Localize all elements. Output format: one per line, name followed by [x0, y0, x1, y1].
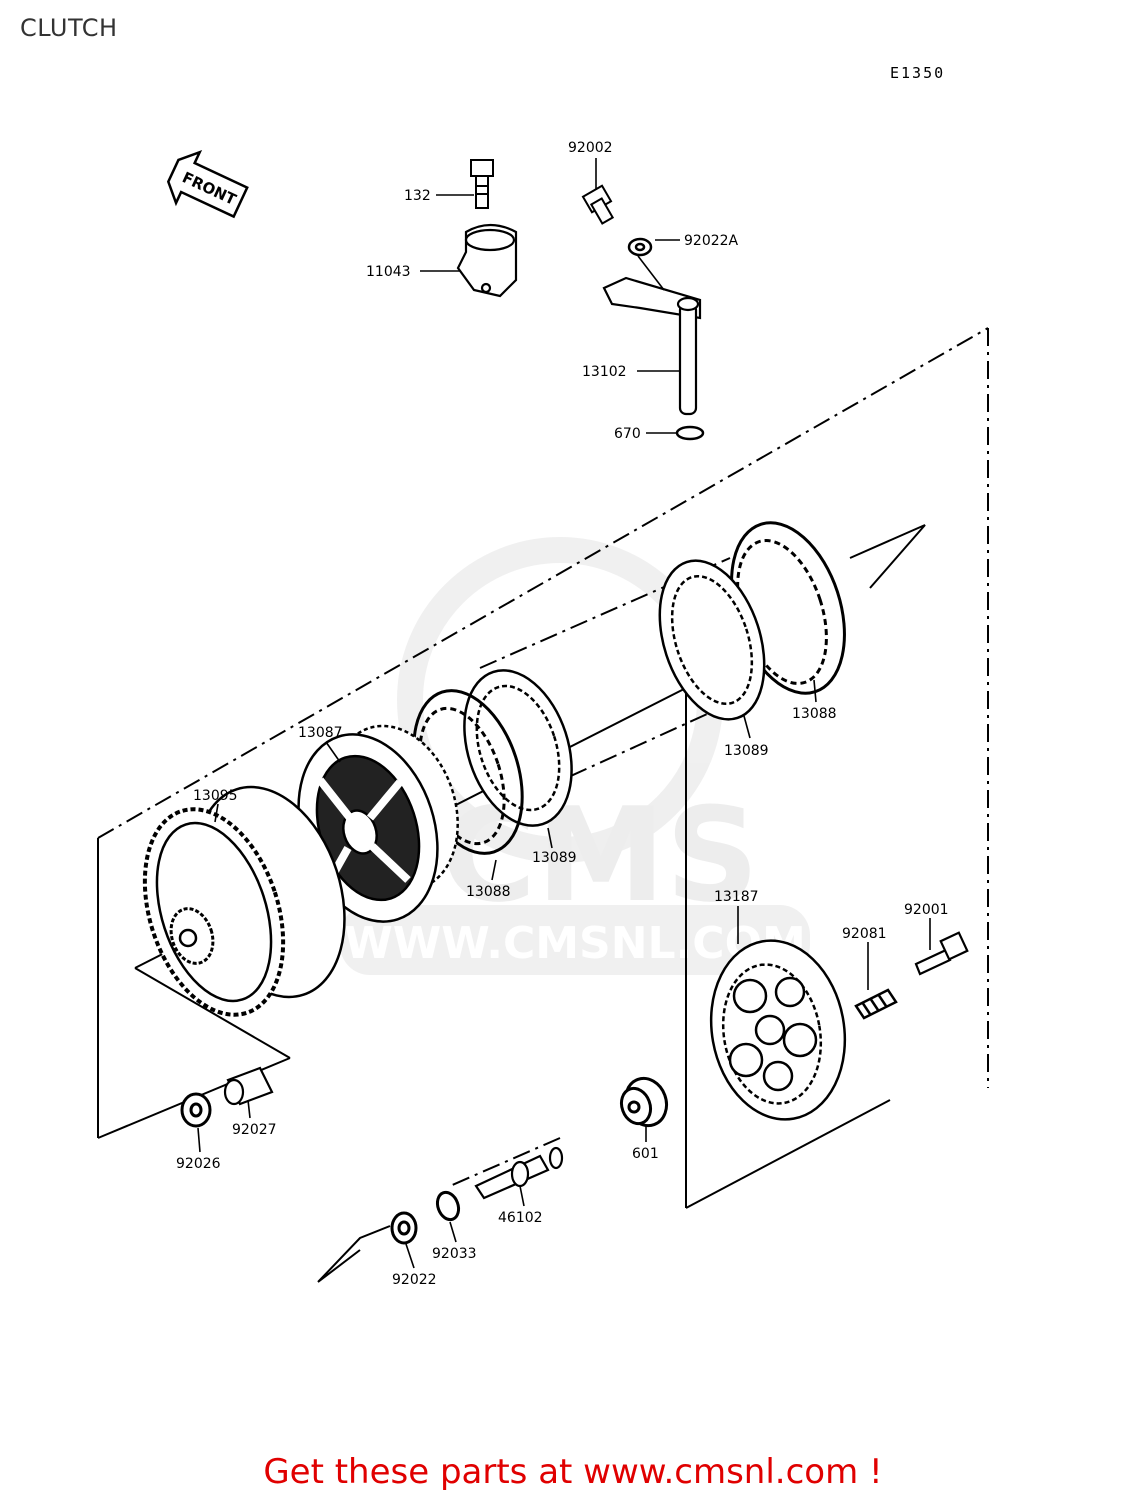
part-label-13095: 13095 [193, 788, 238, 804]
part-label-92033: 92033 [432, 1246, 477, 1262]
part-label-13087: 13087 [298, 725, 343, 741]
bolt-132-icon [470, 159, 494, 209]
collar-92027-icon [223, 1066, 274, 1106]
part-label-92001: 92001 [904, 902, 949, 918]
bearing-601-icon [619, 1076, 669, 1128]
part-label-13187: 13187 [714, 889, 759, 905]
bolt-92002-icon [581, 184, 615, 225]
part-label-11043: 11043 [366, 264, 411, 280]
leader-lines [197, 158, 931, 1269]
part-label-92081: 92081 [842, 926, 887, 942]
circlip-92033-icon [435, 1190, 461, 1222]
push-rod-46102-icon [474, 1146, 564, 1200]
diagram-code: E1350 [890, 64, 946, 82]
spring-92081-icon [854, 988, 898, 1020]
part-label-92002: 92002 [568, 140, 613, 156]
part-label-13102: 13102 [582, 364, 627, 380]
promo-link[interactable]: Get these parts at www.cmsnl.com ! [263, 1452, 883, 1492]
part-label-92027: 92027 [232, 1122, 277, 1138]
o-ring-670-icon [675, 425, 705, 441]
washer-92022-icon [390, 1211, 418, 1245]
bolt-92001-icon [914, 931, 969, 976]
clutch-housing-13095-icon [142, 785, 346, 1017]
part-label-92022: 92022 [392, 1272, 437, 1288]
washer-92022a-icon [627, 237, 653, 257]
part-label-13088-front: 13088 [466, 884, 511, 900]
release-shaft-13102-icon [602, 276, 702, 416]
bracket-11043-icon [456, 223, 518, 298]
page-title: CLUTCH [20, 14, 118, 42]
part-label-670: 670 [614, 426, 641, 442]
part-label-601: 601 [632, 1146, 659, 1162]
part-label-13089-front: 13089 [532, 850, 577, 866]
washer-92026-icon [180, 1092, 212, 1128]
steel-plate-13089-front-icon [463, 669, 573, 827]
part-label-92022a: 92022A [684, 233, 739, 249]
part-label-46102: 46102 [498, 1210, 543, 1226]
part-label-13088-rear: 13088 [792, 706, 837, 722]
part-label-132: 132 [404, 188, 431, 204]
part-label-13089-rear: 13089 [724, 743, 769, 759]
watermark-url: WWW.CMSNL.COM [344, 918, 806, 969]
pressure-plate-13187-icon [709, 939, 847, 1121]
front-arrow-icon: FRONT [166, 149, 249, 219]
part-label-92026: 92026 [176, 1156, 221, 1172]
steel-plate-13089-rear-icon [658, 559, 766, 721]
